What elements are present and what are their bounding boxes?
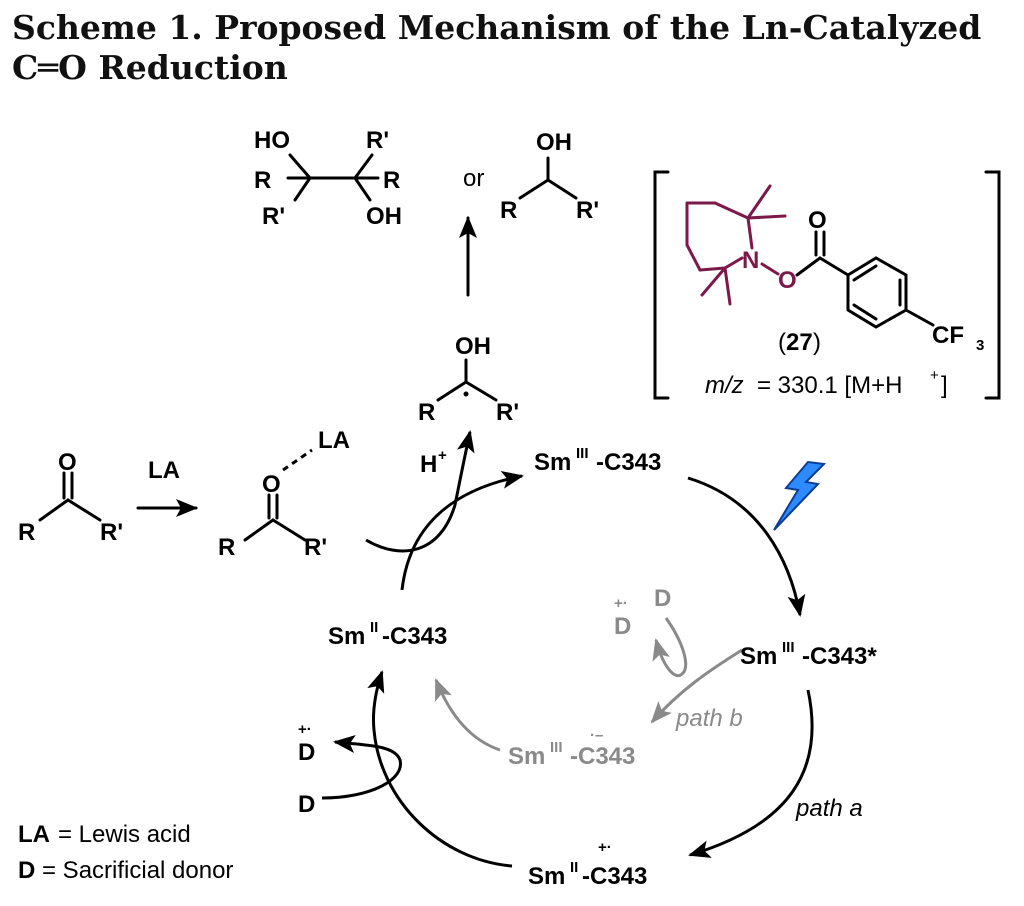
legend-d-key: D <box>18 857 35 884</box>
sm3-sup: III <box>576 445 589 462</box>
alcohol-oh-label: OH <box>536 129 572 156</box>
pinacol-rp-left-label: R' <box>262 203 285 230</box>
sm3-star-suffix: -C343* <box>802 643 877 670</box>
mz-superscript: + <box>930 367 939 384</box>
compound-paren-close: ) <box>813 329 821 356</box>
arc-oxidation <box>400 470 524 591</box>
mz-value: = 330.1 [M+H <box>757 372 902 399</box>
path-b-label: path b <box>675 705 743 732</box>
trapped-adduct-bracket: N O O CF 3 ( 27 ) m/z = 330.1 [M+H + ] <box>653 170 1001 400</box>
sm3-ra-suffix: -C343 <box>570 743 635 770</box>
sm3-ra-sup: III <box>550 739 563 756</box>
compound-number: 27 <box>786 329 813 356</box>
sm2-suffix: -C343 <box>382 623 447 650</box>
activated-ketone: O LA R R' <box>218 427 350 561</box>
donor-oxidation-arrow <box>321 735 402 800</box>
sm2-rc-sup: II <box>570 859 578 876</box>
pinacol-product: HO R R' R' R OH <box>254 127 402 230</box>
sm3-c343-radical-anion-node: Sm III -C343 ·– <box>508 727 635 770</box>
ketone-substrate: O R R' <box>18 449 123 546</box>
sm2-c343-node: Sm II -C343 <box>328 619 447 650</box>
gray-donor-arrow <box>652 617 688 677</box>
alcohol-r-label: R <box>500 197 517 224</box>
gray-donor-label: D <box>654 585 671 612</box>
pinacol-oh-label: OH <box>366 203 402 230</box>
scheme-title: Scheme 1. Proposed Mechanism of the Ln-C… <box>12 8 982 87</box>
sm3-c343-excited-node: Sm III -C343* <box>740 639 877 670</box>
donor-cation-label: D <box>298 739 315 766</box>
ketone-rp-label: R' <box>100 519 123 546</box>
sm3-star-sup: III <box>782 639 795 656</box>
arc-substrate-to-ketyl <box>365 430 475 553</box>
pinacol-r-left-label: R <box>254 167 271 194</box>
lightning-icon <box>773 460 827 531</box>
activated-rp-label: R' <box>304 534 327 561</box>
sm2-rc-suffix: -C343 <box>582 863 647 890</box>
sm3-star-label: Sm <box>740 643 777 670</box>
lewis-acid-coordination <box>282 448 313 472</box>
n-atom-label: N <box>742 247 759 274</box>
sm3-suffix: -C343 <box>596 449 661 476</box>
arc-path-b <box>650 648 743 724</box>
arc-path-b-return <box>434 678 501 752</box>
or-label: or <box>463 165 484 192</box>
pinacol-ho-label: HO <box>254 127 290 154</box>
donor-cation-charge: +· <box>298 721 312 738</box>
activated-r-label: R <box>218 534 235 561</box>
legend-la-text: = Lewis acid <box>58 821 191 848</box>
sm2-sup: II <box>370 619 378 636</box>
sm2-c343-radical-cation-node: Sm II -C343 +· <box>528 839 647 890</box>
donor-label: D <box>298 791 315 818</box>
alcohol-product: OH R R' <box>500 129 599 224</box>
arc-path-a <box>688 689 814 858</box>
ketyl-rp-label: R' <box>496 399 519 426</box>
sm2-label: Sm <box>328 623 365 650</box>
arc-donor-reduction <box>367 670 513 868</box>
cf3-subscript: 3 <box>976 337 984 354</box>
pinacol-rp-right-label: R' <box>366 127 389 154</box>
legend: LA = Lewis acid D = Sacrificial donor <box>18 821 233 884</box>
gray-donor-cation-charge: +· <box>614 595 628 612</box>
sm3-label: Sm <box>534 449 571 476</box>
path-a-label: path a <box>795 795 863 822</box>
alcohol-rp-label: R' <box>576 197 599 224</box>
ketone-r-label: R <box>18 519 35 546</box>
cf3-label: CF <box>932 322 964 349</box>
legend-la-key: LA <box>18 821 50 848</box>
pinacol-r-right-label: R <box>383 167 400 194</box>
proton-plus-label: + <box>438 447 447 464</box>
mz-close: ] <box>941 372 948 399</box>
gray-donor-cation-label: D <box>614 613 631 640</box>
tempo-piperidine: N O <box>685 184 797 306</box>
sm2-rc-label: Sm <box>528 863 565 890</box>
la-arrow-label: LA <box>148 457 180 484</box>
compound-paren-open: ( <box>778 329 786 356</box>
proton-h-label: H <box>420 451 437 478</box>
sm3-ra-label: Sm <box>508 743 545 770</box>
legend-d-text: = Sacrificial donor <box>42 857 233 884</box>
ketyl-radical: OH R R' <box>418 333 519 426</box>
ketone-o-label: O <box>58 449 77 476</box>
mz-label: m/z <box>705 372 744 399</box>
sm2-rc-charge: +· <box>598 839 612 856</box>
ketyl-oh-label: OH <box>455 333 491 360</box>
carbonyl-o-label: O <box>808 207 827 234</box>
ketyl-r-label: R <box>418 399 435 426</box>
n-oxygen-label: O <box>778 267 797 294</box>
activated-o-label: O <box>262 471 281 498</box>
activated-la-label: LA <box>318 427 350 454</box>
arc-excitation <box>687 476 806 617</box>
sm3-ra-charge: ·– <box>590 727 603 744</box>
sm3-c343-node: Sm III -C343 <box>534 445 661 476</box>
